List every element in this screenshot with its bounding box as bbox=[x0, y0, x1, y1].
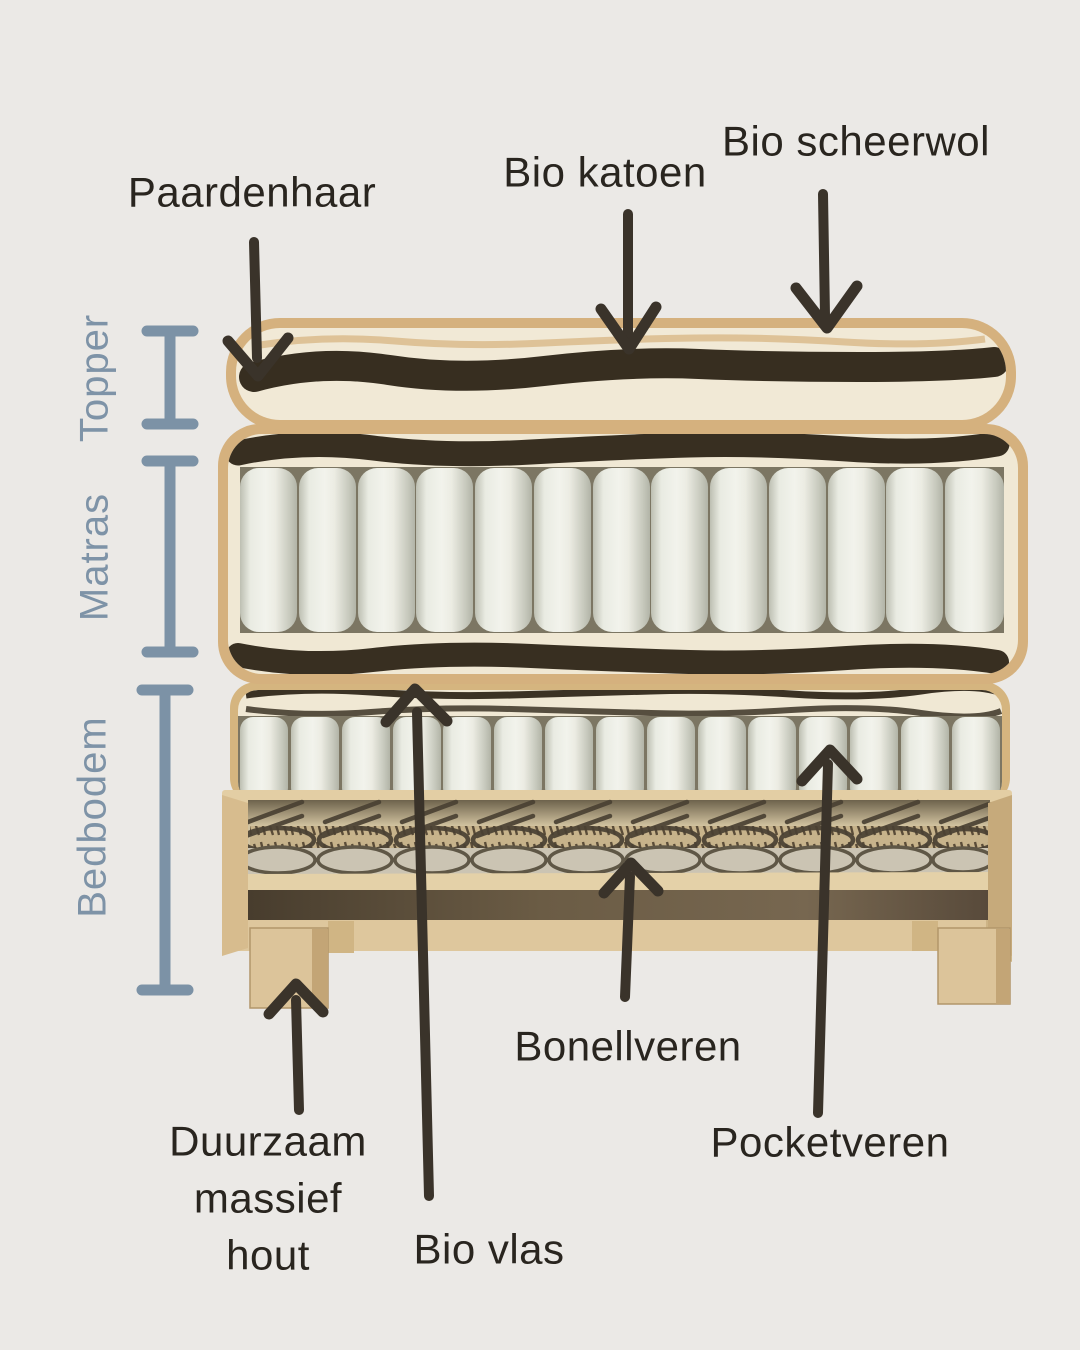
bio-scheerwol-arrow bbox=[790, 189, 863, 334]
bio-vlas-arrow bbox=[380, 683, 453, 1201]
section-label-matras: Matras bbox=[72, 492, 117, 622]
bonellveren-label: Bonellveren bbox=[514, 1022, 742, 1070]
matras-layer-graphic bbox=[218, 424, 1028, 684]
section-label-bedbodem: Bedbodem bbox=[70, 716, 115, 918]
paardenhaar-arrow bbox=[222, 237, 294, 382]
duurzaam-massief-hout-label: Duurzaam massief hout bbox=[169, 1117, 367, 1279]
topper-layer-graphic bbox=[226, 318, 1016, 430]
bonellveren-arrow bbox=[598, 857, 664, 1002]
paardenhaar-label: Paardenhaar bbox=[127, 168, 377, 216]
duurzaam-massief-hout-arrow bbox=[263, 978, 329, 1115]
bedbodem-graphic bbox=[222, 682, 1012, 1009]
matras-range-bracket bbox=[141, 455, 199, 658]
bio-katoen-label: Bio katoen bbox=[503, 148, 707, 196]
bio-scheerwol-label: Bio scheerwol bbox=[722, 117, 990, 165]
bio-vlas-label: Bio vlas bbox=[413, 1225, 565, 1273]
bed-legs bbox=[249, 921, 1011, 1009]
pocketveren-arrow bbox=[796, 744, 863, 1118]
topper-range-bracket bbox=[141, 325, 199, 430]
section-label-topper: Topper bbox=[72, 313, 117, 443]
bio-katoen-arrow bbox=[595, 209, 662, 355]
bedbodem-range-bracket bbox=[136, 684, 194, 996]
pocketveren-label: Pocketveren bbox=[710, 1118, 950, 1166]
